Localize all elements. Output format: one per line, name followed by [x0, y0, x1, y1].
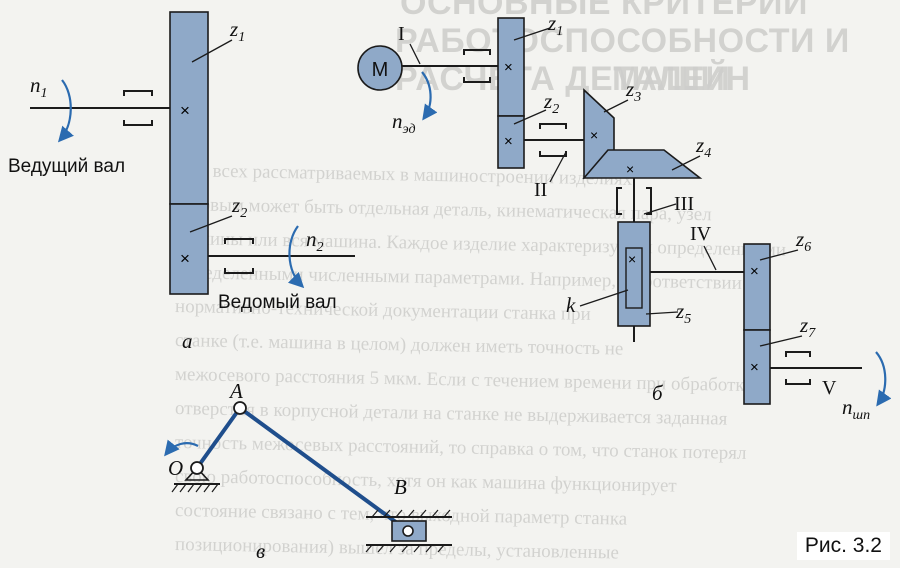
driving-shaft-label: Ведущий вал: [8, 156, 125, 177]
label-z3: z3: [625, 77, 641, 105]
label-n2: n2: [306, 227, 324, 255]
label-k: k: [566, 293, 576, 317]
label-z6: z6: [795, 227, 811, 255]
worm-k: [617, 221, 651, 327]
bearing-icon: [539, 123, 567, 157]
label-A: A: [228, 379, 243, 403]
bg-heading-line-3: МАШИН: [612, 60, 751, 98]
gear-z1: [497, 17, 525, 117]
diagram-a-gear-pair: × × z1 z2 n1 n2 Ведущий вал Ведомый вал …: [8, 11, 355, 353]
shaft-IV-label: IV: [690, 223, 712, 245]
cross-mark: ×: [626, 161, 634, 177]
gear-z1: [169, 11, 209, 205]
worm-thread: [625, 247, 643, 309]
diagram-v-crank-slider: O A B в: [164, 379, 452, 563]
motor-label: M: [372, 59, 389, 81]
diagram-a-label: а: [182, 329, 193, 353]
cross-mark: ×: [750, 263, 759, 280]
figure-caption: Рис. 3.2: [796, 532, 890, 560]
label-z2: z2: [231, 193, 247, 221]
label-z1: z1: [547, 11, 563, 39]
label-z4: z4: [695, 133, 711, 161]
cross-mark: ×: [180, 249, 190, 268]
diagram-b-label: б: [652, 381, 664, 405]
cross-mark: ×: [504, 59, 513, 76]
joint-B: [402, 525, 414, 537]
gear-z2: [169, 203, 209, 295]
label-B: B: [394, 475, 407, 499]
joint-O: [190, 461, 204, 475]
bevel-gear-z4: [582, 149, 703, 179]
bg-heading-line-2: РАБОТОСПОСОБНОСТИ И РАСЧЕТА ДЕТАЛЕЙ: [395, 22, 850, 98]
label-z7: z7: [799, 313, 816, 341]
rotation-arrow-icon: [287, 225, 305, 289]
cross-mark: ×: [750, 359, 759, 376]
slider-guide-icon: [365, 509, 452, 553]
bg-heading-line-1: ОСНОВНЫЕ КРИТЕРИИ: [400, 0, 808, 22]
rotation-arrow-icon: [57, 79, 74, 143]
label-O: O: [168, 456, 183, 480]
bearing-icon: [785, 351, 811, 385]
joint-A: [233, 401, 247, 415]
bearing-icon: [463, 49, 491, 83]
rotation-arrow-icon: [164, 439, 199, 457]
label-n-ed: nэд: [392, 109, 416, 137]
label-n-shp: nшп: [842, 395, 870, 423]
bearing-icon: [224, 238, 254, 274]
driven-shaft-label: Ведомый вал: [218, 292, 337, 313]
bearing-icon: [123, 90, 153, 126]
shaft-V-label: V: [822, 377, 837, 399]
cross-mark: ×: [180, 101, 190, 120]
shaft-II-label: II: [534, 179, 547, 201]
connecting-rod-AB: [238, 406, 410, 533]
diagram-b-gearbox: M I nэд × × z1 z2 II × z3 × z4: [357, 11, 892, 423]
ground-support-icon: [171, 466, 220, 493]
shaft-III-label: III: [674, 193, 694, 215]
cross-mark: ×: [628, 251, 636, 267]
rotation-arrow-icon: [421, 71, 438, 121]
crank-OA: [195, 406, 242, 470]
label-z2: z2: [543, 89, 559, 117]
diagram-v-label: в: [256, 539, 265, 563]
rotation-arrow-icon: [875, 351, 892, 407]
shaft-I-label: I: [398, 23, 405, 45]
label-z1: z1: [229, 17, 245, 45]
label-n1: n1: [30, 73, 48, 101]
cross-mark: ×: [590, 127, 598, 143]
bearing-icon: [616, 187, 652, 215]
label-z5: z5: [675, 299, 691, 327]
motor-icon: [357, 45, 403, 91]
gear-z6: [743, 243, 771, 331]
gear-z2: [497, 115, 525, 169]
cross-mark: ×: [504, 133, 513, 150]
